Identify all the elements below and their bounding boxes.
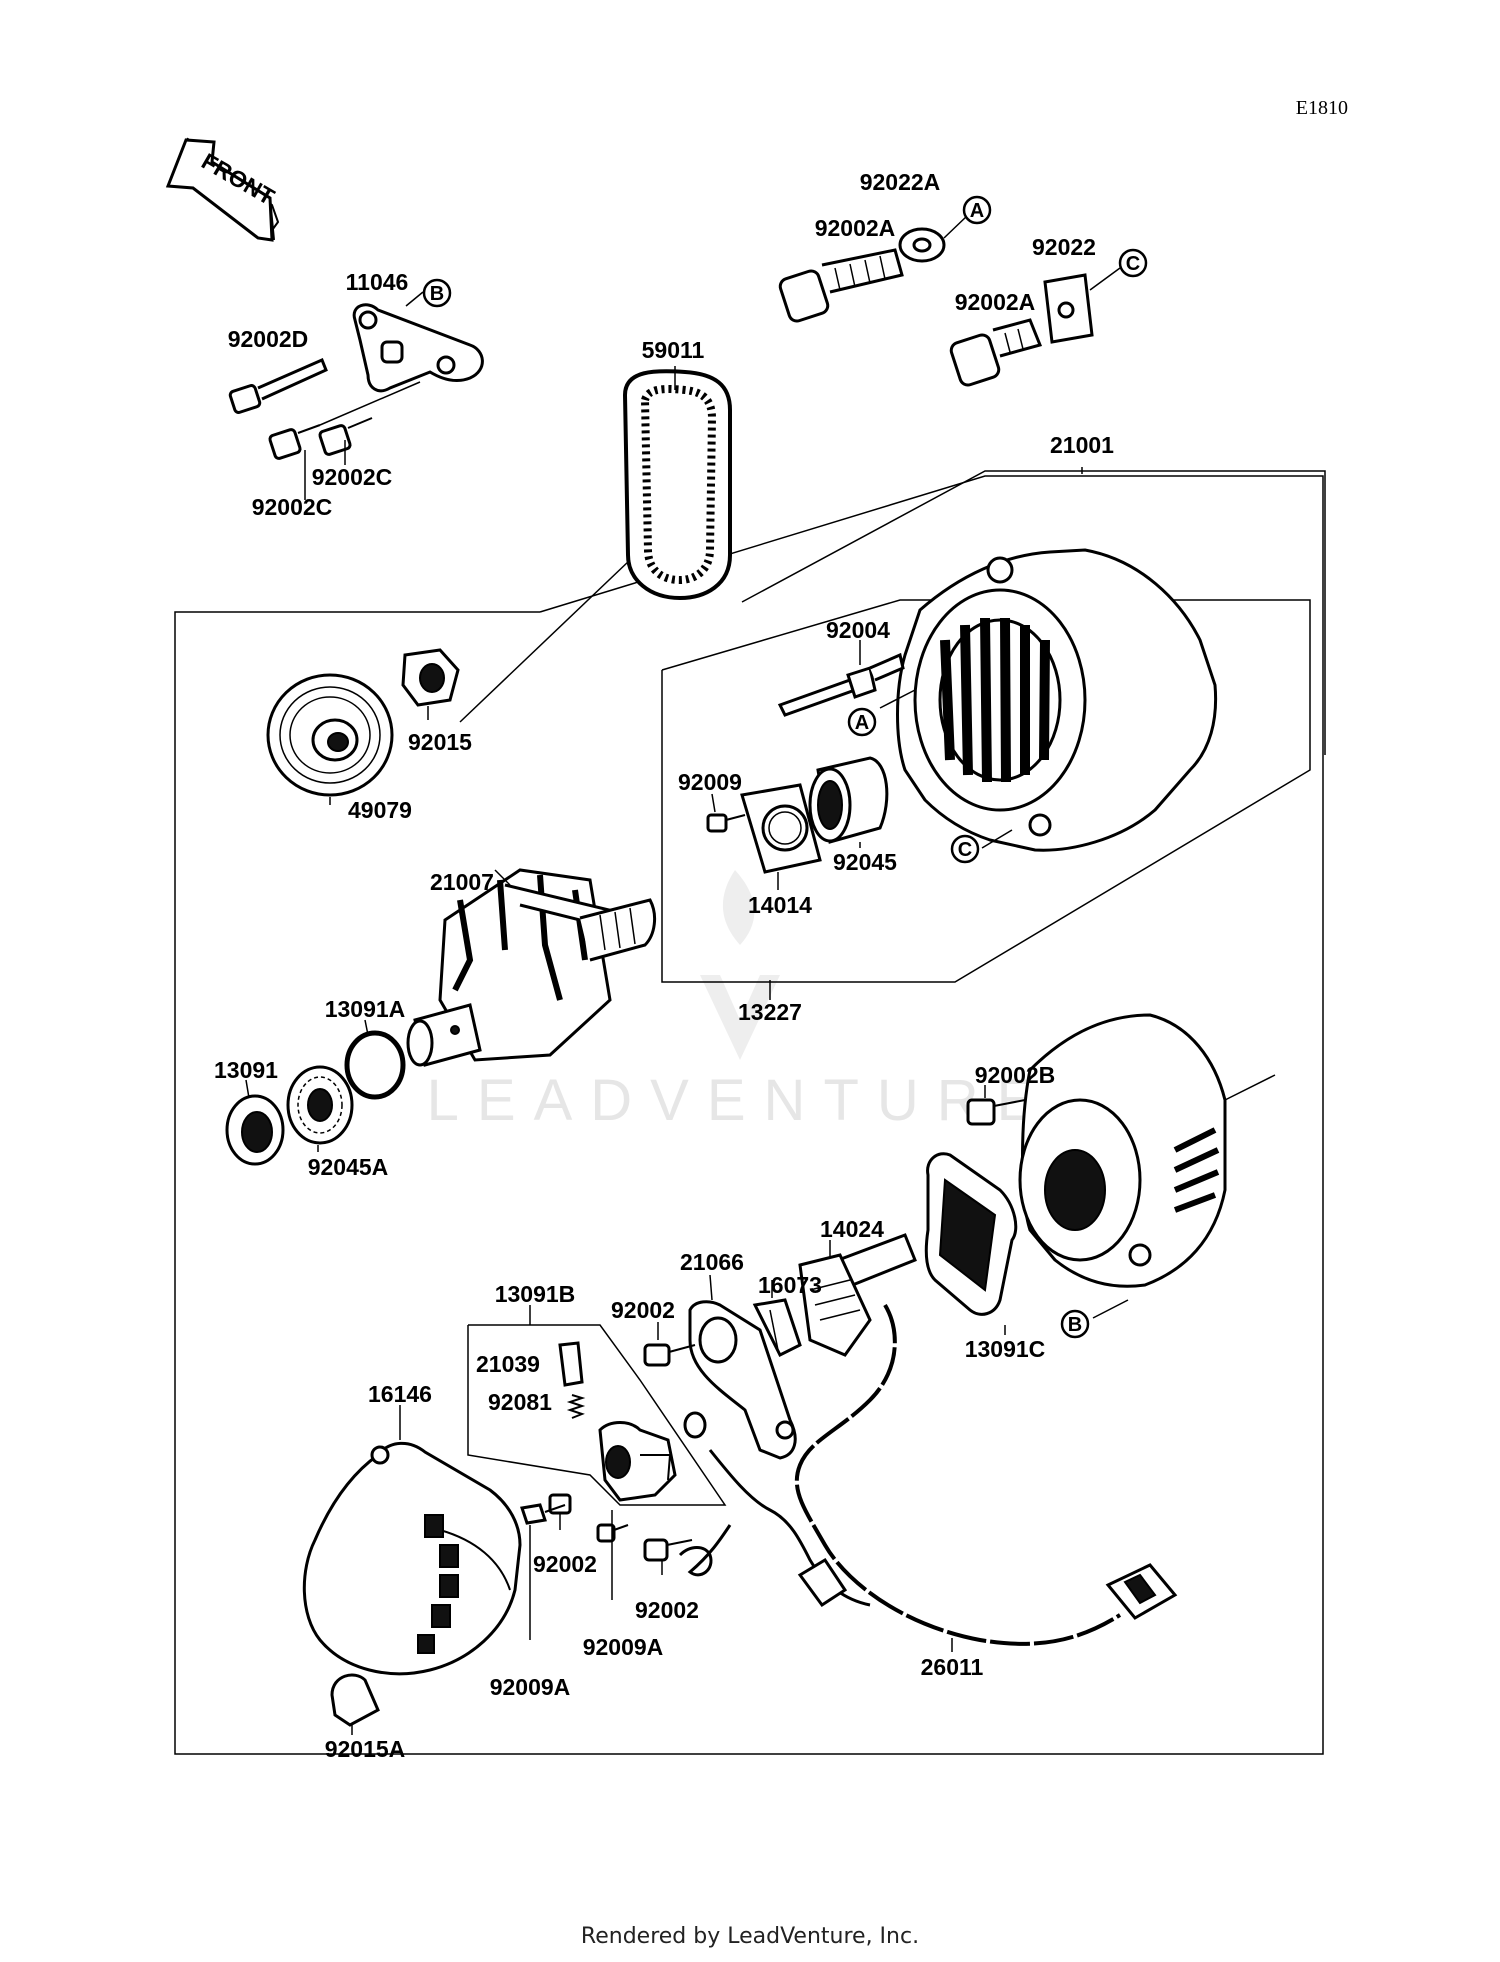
nut-92015A: [330, 1673, 380, 1727]
label-92002C-left: 92002C: [252, 494, 333, 520]
label-13091A: 13091A: [325, 996, 406, 1022]
label-92009A-right: 92009A: [583, 1634, 664, 1660]
plate-92022: [1043, 273, 1094, 344]
nut-92015: [401, 648, 460, 707]
pulley-49079: [266, 673, 394, 797]
marker-C-top: C: [1118, 248, 1148, 278]
label-92015A: 92015A: [325, 1736, 406, 1762]
regulator-14024: [798, 1233, 917, 1357]
screw-92002-left: [548, 1493, 572, 1515]
bolt-92002-holder: [643, 1343, 696, 1367]
belt-59011: [622, 369, 732, 601]
bearing-92045: [808, 756, 889, 844]
label-92009A-left: 92009A: [490, 1674, 571, 1700]
marker-C-housing: C: [950, 834, 980, 864]
bolt-92002A-upper: [778, 248, 904, 323]
rotor-21007: [406, 868, 657, 1067]
label-16146: 16146: [368, 1381, 432, 1407]
label-92002-holder: 92002: [611, 1297, 675, 1323]
front-arrow-icon: FRONT: [165, 137, 280, 242]
brush-holder: [598, 1421, 677, 1502]
washer-92022A: [898, 227, 946, 263]
label-92004: 92004: [826, 617, 890, 643]
bolt-92002C-right: [318, 417, 373, 456]
label-92002-lower: 92002: [635, 1597, 699, 1623]
brush-16073: [752, 1298, 802, 1358]
label-59011: 59011: [642, 337, 705, 363]
marker-A-top: A: [962, 195, 992, 225]
front-housing: [896, 548, 1218, 852]
label-14014: 14014: [748, 892, 812, 918]
footer-credit: Rendered by LeadVenture, Inc.: [580, 1924, 920, 1949]
diagram-code: E1810: [1296, 97, 1348, 119]
subassembly-13091B-outline: [467, 1324, 727, 1506]
bolt-92002B: [966, 1098, 1026, 1126]
label-92045A: 92045A: [308, 1154, 389, 1180]
label-92002D: 92002D: [228, 326, 309, 352]
holder-21066: [688, 1300, 797, 1460]
screw-92009A-left: [520, 1503, 566, 1525]
label-92002-left: 92002: [533, 1551, 597, 1577]
label-92015: 92015: [408, 729, 472, 755]
label-92002A-lower: 92002A: [955, 289, 1036, 315]
svg-text:B: B: [1068, 1314, 1082, 1336]
screw-92009A-right: [596, 1523, 629, 1543]
end-cover-16146: [302, 1441, 522, 1676]
label-92002B: 92002B: [975, 1062, 1056, 1088]
label-26011: 26011: [921, 1654, 984, 1680]
seal-13091: [225, 1094, 285, 1166]
label-92002A-upper: 92002A: [815, 215, 896, 241]
bolt-92002C-left: [268, 424, 321, 460]
svg-text:A: A: [855, 712, 869, 734]
marker-A-housing: A: [847, 707, 877, 737]
bracket-21001: [741, 470, 1326, 755]
watermark-logo: [700, 870, 780, 1060]
ring-13091A: [344, 1030, 406, 1100]
label-16073: 16073: [758, 1272, 822, 1298]
label-14024: 14024: [820, 1216, 884, 1242]
label-11046: 11046: [346, 269, 409, 295]
watermark-text: LEADVENTURE: [427, 1068, 1054, 1133]
label-21001: 21001: [1050, 432, 1114, 458]
marker-B-top: B: [422, 278, 452, 308]
label-92022A: 92022A: [860, 169, 941, 195]
label-13091: 13091: [214, 1057, 278, 1083]
plate-14014: [740, 783, 822, 874]
label-21066: 21066: [680, 1249, 744, 1275]
bolt-92004: [777, 652, 905, 717]
svg-text:C: C: [1126, 253, 1140, 275]
harness-26011: [678, 1303, 1178, 1646]
svg-text:B: B: [430, 283, 444, 305]
marker-B-rear: B: [1060, 1309, 1090, 1339]
screw-92009: [706, 813, 746, 833]
bearing-92045A: [286, 1065, 354, 1145]
bracket-11046: [352, 303, 484, 393]
label-92009: 92009: [678, 769, 742, 795]
label-92081: 92081: [488, 1389, 552, 1415]
cover-13091C: [924, 1152, 1018, 1316]
label-92002C-right: 92002C: [312, 464, 393, 490]
assembly-boundary: [174, 475, 1324, 1755]
brush-21039: [558, 1341, 584, 1387]
label-92045: 92045: [833, 849, 897, 875]
label-21007: 21007: [430, 869, 494, 895]
label-49079: 49079: [348, 797, 412, 823]
rear-housing: [1018, 1013, 1227, 1288]
label-13227: 13227: [738, 999, 802, 1025]
bolt-92002-lower: [643, 1538, 693, 1562]
label-92022: 92022: [1032, 234, 1096, 260]
subassembly-13227-outline: [661, 599, 1311, 983]
svg-text:A: A: [970, 200, 984, 222]
label-13091B: 13091B: [495, 1281, 576, 1307]
label-13091C: 13091C: [965, 1336, 1046, 1362]
washer-small: [683, 1411, 707, 1439]
bolt-92002D: [228, 358, 328, 414]
bolt-92002A-lower: [949, 318, 1043, 387]
spring-92081: [566, 1394, 586, 1419]
svg-text:C: C: [958, 839, 972, 861]
label-21039: 21039: [476, 1351, 540, 1377]
